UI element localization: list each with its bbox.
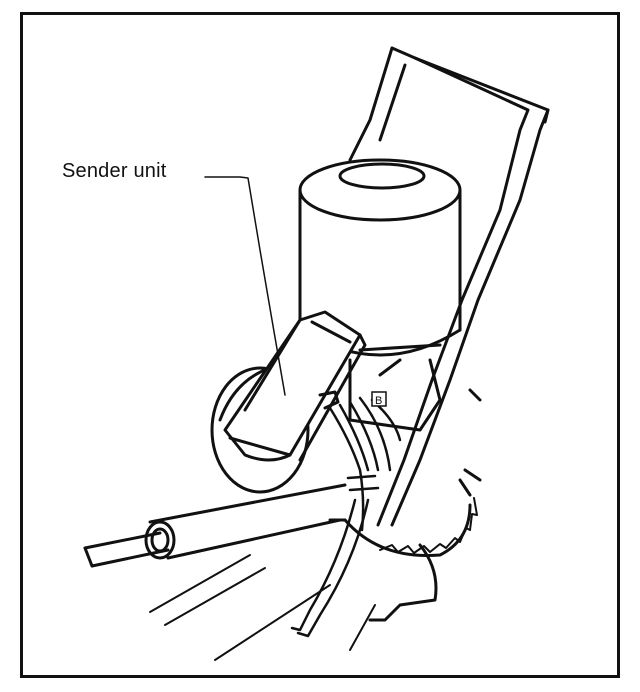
callout-leader [204,176,286,396]
pump-housing [328,358,482,622]
fuel-pipe [83,483,347,568]
connector [223,310,367,462]
callout-marker-text: B [375,395,382,407]
callout-marker-box [371,391,387,407]
wire-harness [290,396,402,638]
pump-cylinder [298,158,462,357]
sender-unit-label: Sender unit [62,160,167,182]
grommet [210,366,310,494]
mounting-bracket [348,46,550,527]
tank-floor [149,554,376,661]
serrated-ring [379,497,478,554]
